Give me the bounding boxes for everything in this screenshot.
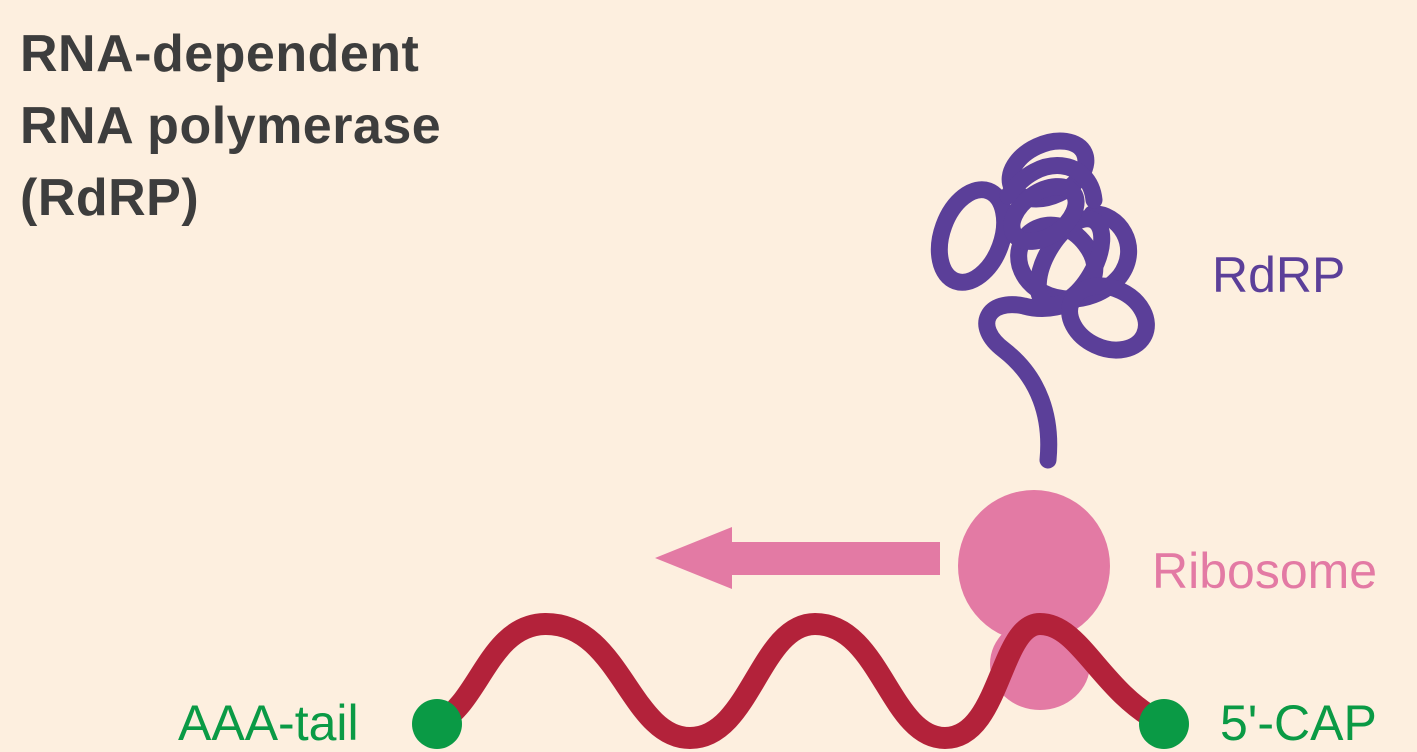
aaa-tail-label: AAA-tail	[178, 694, 359, 752]
diagram-title: RNA-dependent RNA polymerase (RdRP)	[20, 18, 441, 234]
aaa-tail-marker-icon	[412, 699, 462, 749]
5-cap-marker-icon	[1139, 699, 1189, 749]
direction-arrow-icon	[655, 527, 940, 589]
title-line-2: RNA polymerase	[20, 90, 441, 162]
5-cap-label: 5'-CAP	[1220, 694, 1377, 752]
rdrp-label: RdRP	[1212, 246, 1345, 304]
title-line-1: RNA-dependent	[20, 18, 441, 90]
title-line-3: (RdRP)	[20, 162, 441, 234]
rdrp-protein-icon	[927, 130, 1157, 460]
ribosome-label: Ribosome	[1152, 542, 1377, 600]
ribosome-icon	[958, 490, 1110, 710]
